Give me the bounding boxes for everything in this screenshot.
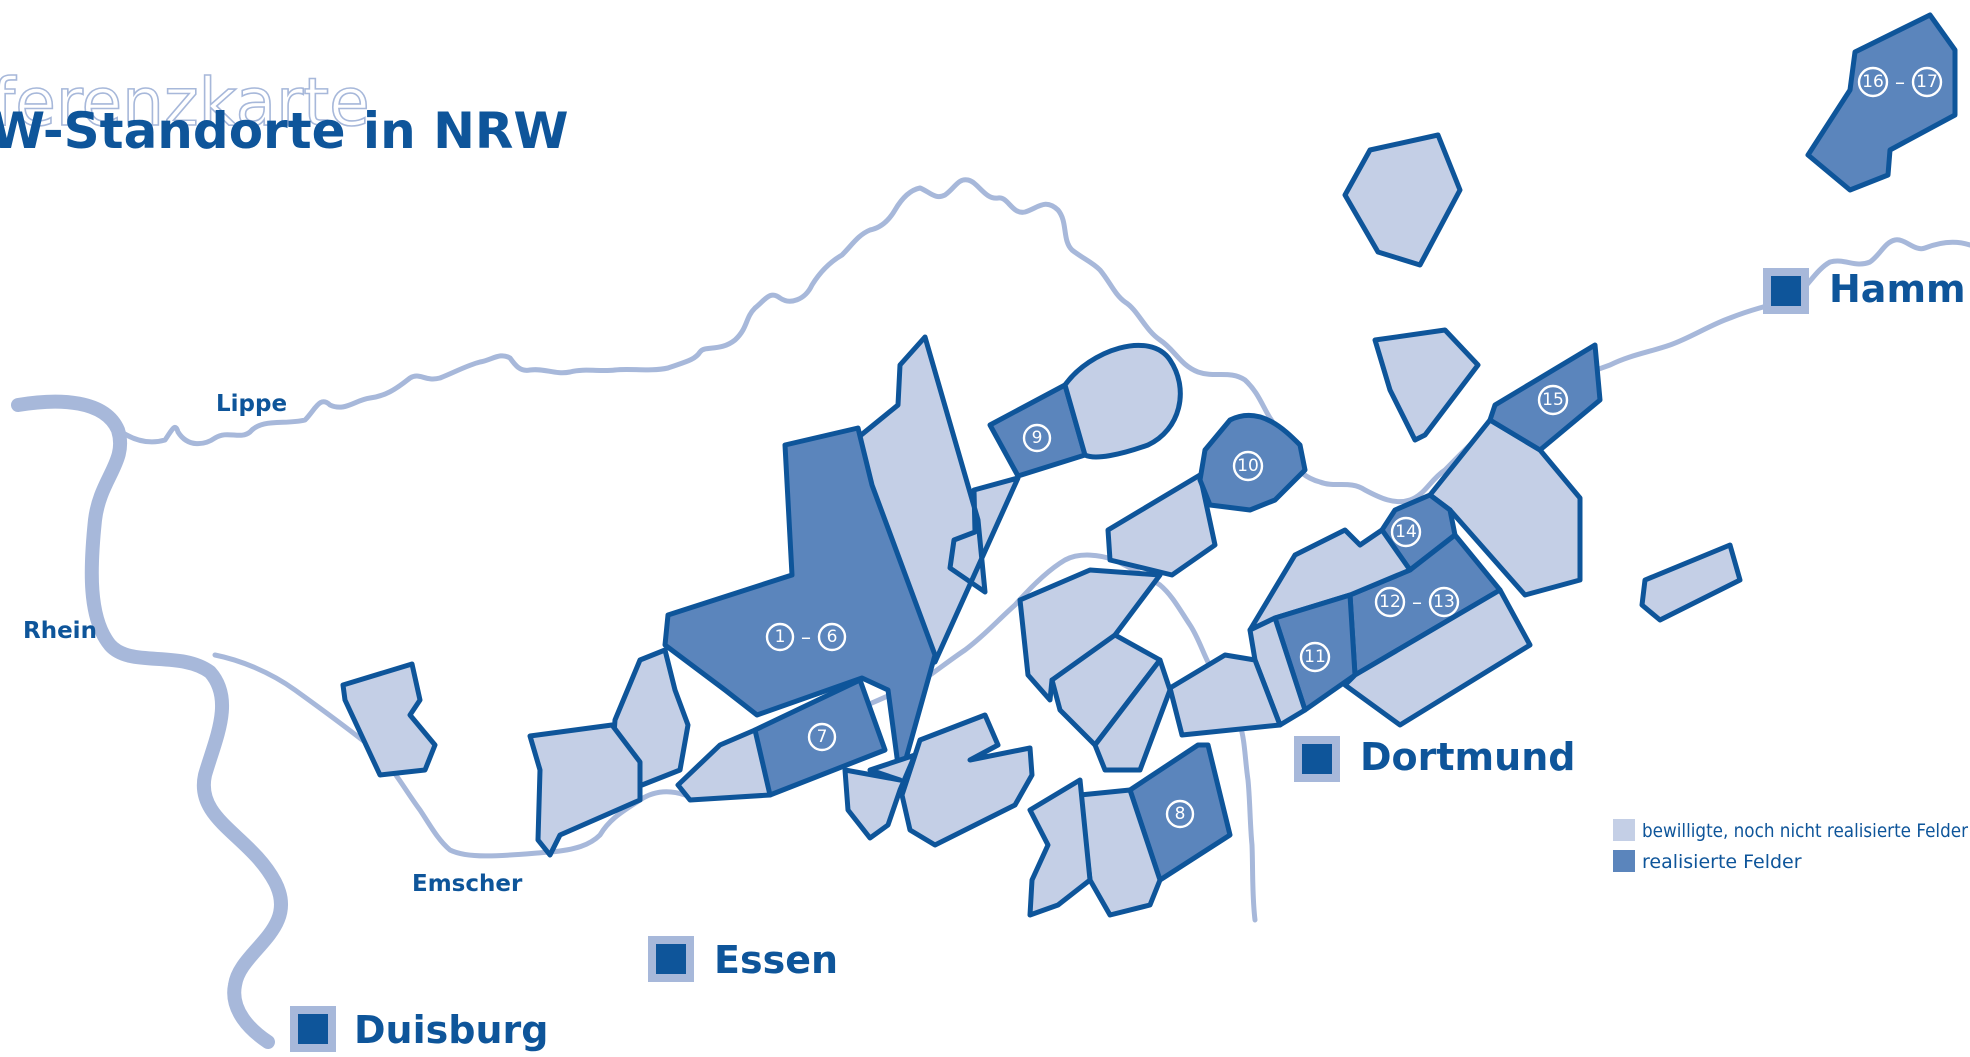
field-label-7: 7 <box>817 727 828 747</box>
field-approved <box>899 712 1035 848</box>
field-label-16: 16 <box>1862 72 1884 92</box>
field-label-8: 8 <box>1175 804 1186 824</box>
map-title: W-Standorte in NRW <box>0 102 569 160</box>
field-approved <box>527 722 643 858</box>
city-dortmund: Dortmund <box>1294 735 1575 782</box>
legend-swatch-approved <box>1613 819 1635 841</box>
field-approved <box>842 752 918 841</box>
field-approved <box>1342 587 1533 728</box>
river-label-rhein: Rhein <box>23 618 97 644</box>
legend-label-realized: realisierte Felder <box>1642 851 1802 873</box>
city-label-dortmund: Dortmund <box>1360 735 1575 779</box>
city-essen: Essen <box>648 936 838 982</box>
field-label-12: 12 <box>1379 592 1401 612</box>
field-label-13: 13 <box>1433 592 1455 612</box>
legend: bewilligte, noch nicht realisierte Felde… <box>1613 819 1968 873</box>
city-hamm: Hamm <box>1763 267 1966 314</box>
river-rhein <box>11 394 288 1049</box>
field-label-17: 17 <box>1916 72 1938 92</box>
field-15 <box>1487 342 1603 453</box>
field-approved <box>1247 615 1308 728</box>
field-approved <box>1372 327 1481 443</box>
field-approved <box>1027 777 1093 918</box>
city-label-hamm: Hamm <box>1829 267 1966 311</box>
city-label-essen: Essen <box>714 938 838 982</box>
field-approved <box>1342 132 1463 268</box>
field-approved <box>1092 657 1173 773</box>
field-approved <box>1639 542 1743 623</box>
field-1-6 <box>662 425 938 783</box>
field-approved <box>1062 342 1183 460</box>
field-label-11: 11 <box>1304 647 1326 667</box>
field-approved <box>1105 472 1218 578</box>
field-approved <box>675 727 773 803</box>
legend-swatch-realized <box>1613 850 1635 872</box>
field-16-17 <box>1805 12 1958 193</box>
field-approved <box>340 661 438 778</box>
field-label-10: 10 <box>1237 456 1259 476</box>
field-labels: 1 – 6 7 8 9 10 11 12 – 13 14 15 16 – 17 <box>765 66 1943 829</box>
map-title-background: ferenzkarte <box>0 64 370 141</box>
river-label-emscher: Emscher <box>412 871 523 897</box>
city-label-duisburg: Duisburg <box>354 1008 548 1052</box>
field-label-15: 15 <box>1542 390 1564 410</box>
field-label-6: 6 <box>827 627 838 647</box>
field-label-dash: – <box>801 625 811 649</box>
mining-fields <box>340 12 1958 918</box>
field-label-dash: – <box>1895 70 1905 94</box>
field-label-1: 1 <box>775 627 786 647</box>
field-approved <box>1167 652 1283 738</box>
city-duisburg: Duisburg <box>290 1006 548 1052</box>
field-label-9: 9 <box>1032 428 1043 448</box>
field-label-dash: – <box>1412 590 1422 614</box>
river-label-lippe: Lippe <box>216 391 287 417</box>
legend-label-approved: bewilligte, noch nicht realisierte Felde… <box>1642 820 1968 842</box>
field-10 <box>1197 412 1308 513</box>
field-label-14: 14 <box>1395 522 1417 542</box>
